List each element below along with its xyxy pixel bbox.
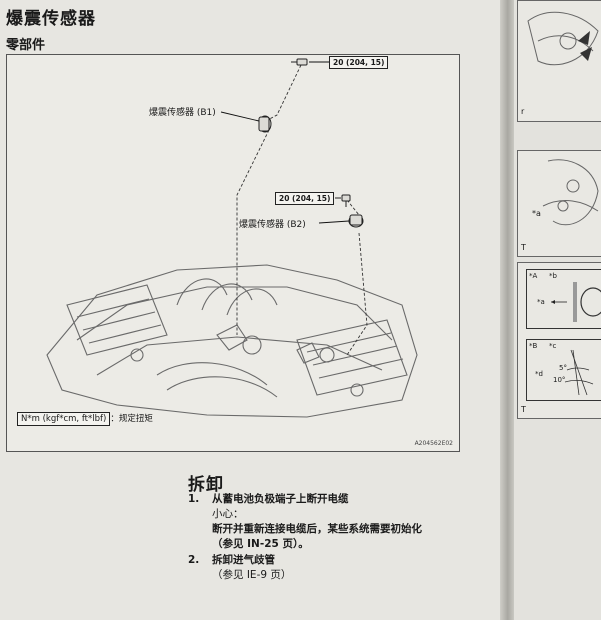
book-gutter	[500, 0, 514, 620]
components-diagram: 20 (204, 15) 20 (204, 15) 爆震传感器 (B1) 爆震传…	[6, 54, 460, 452]
detail-a-label: *A	[529, 272, 538, 280]
detail-c-label: *c	[549, 342, 557, 350]
torque-spec-tag-b2: 20 (204, 15)	[275, 192, 335, 205]
right-figure-middle: *a T	[517, 150, 601, 257]
right-figure-top-art	[527, 11, 599, 66]
torque-legend-text: ：规定扭矩	[110, 414, 153, 424]
detail-box-b: *B *c *d 5° 10°	[526, 339, 601, 401]
top-corner-label: r	[521, 107, 525, 116]
step-heading: 从蓄电池负极端子上断开电缆	[212, 493, 349, 505]
angle-small-label: 5°	[559, 364, 567, 372]
right-figure-bottom: *A *b *a *B *c *d 5° 10° T	[517, 262, 601, 419]
components-subtitle: 零部件	[6, 38, 46, 53]
knock-sensor-b1-label: 爆震传感器 (B1)	[149, 108, 216, 118]
manual-right-page: r *a T *A *b *a *B *c	[514, 0, 601, 620]
page-reference: （参见 IN-25 页）。	[212, 538, 309, 550]
diagram-id: A204562E02	[414, 440, 453, 447]
torque-spec-tag-b1: 20 (204, 15)	[329, 56, 389, 69]
torque-unit-box: N*m (kgf*cm, ft*lbf)	[17, 412, 111, 426]
detail-b-art	[564, 349, 594, 396]
middle-corner-label: T	[521, 243, 526, 252]
detail-b-title-label: *B	[529, 342, 538, 350]
step-number: 2.	[188, 554, 200, 566]
manual-left-page: 爆震传感器 零部件	[0, 0, 500, 620]
detail-box-a: *A *b *a	[526, 269, 601, 329]
right-figure-middle-art	[542, 159, 599, 226]
step-number: 1.	[188, 493, 200, 505]
knock-sensor-b2-label: 爆震传感器 (B2)	[239, 220, 306, 230]
middle-figure-label: *a	[532, 209, 541, 218]
detail-a-pointer-label: *a	[537, 298, 545, 306]
detail-a-art	[551, 282, 601, 322]
caution-label: 小心：	[212, 508, 244, 520]
step-heading: 拆卸进气歧管	[212, 554, 275, 566]
removal-title: 拆卸	[188, 475, 224, 495]
engine-illustration	[46, 58, 418, 418]
angle-large-label: 10°	[553, 376, 566, 384]
page-reference: （参见 IE-9 页）	[212, 569, 292, 581]
bottom-corner-label: T	[521, 405, 526, 414]
right-figure-top: r	[517, 0, 601, 122]
detail-b-label: *b	[549, 272, 557, 280]
section-title: 爆震传感器	[6, 9, 96, 29]
torque-legend: N*m (kgf*cm, ft*lbf)：规定扭矩	[17, 412, 153, 426]
caution-text: 断开并重新连接电缆后，某些系统需要初始化	[212, 523, 422, 535]
detail-d-label: *d	[535, 370, 543, 378]
